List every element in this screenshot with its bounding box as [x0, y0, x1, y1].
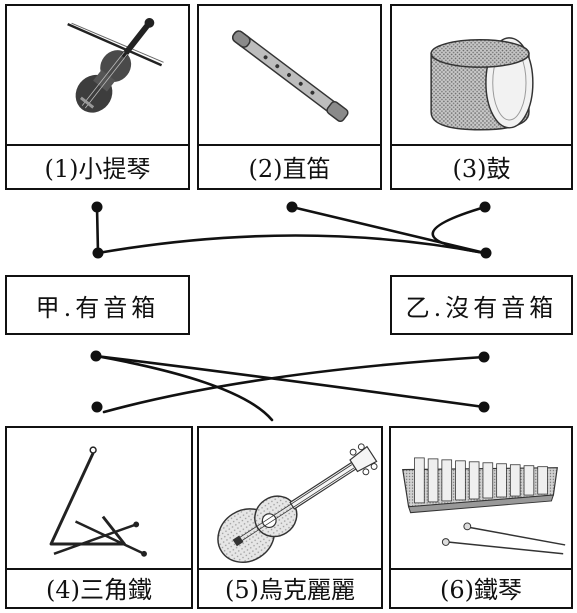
- glockenspiel-icon: [402, 457, 566, 555]
- violin-picture: [7, 6, 188, 146]
- violin-icon: [67, 17, 164, 113]
- drum-picture: [392, 6, 571, 146]
- match-dot: [478, 401, 490, 413]
- triangle-caption: (4)三角鐵: [46, 576, 152, 604]
- match-line-recorder-to-without-soundbox: [290, 205, 487, 255]
- match-dot: [91, 201, 103, 213]
- category-without-soundbox: 乙.沒有音箱: [390, 275, 573, 335]
- ukulele-caption: (5)烏克麗麗: [225, 576, 355, 604]
- triangle-icon: [49, 446, 147, 557]
- instrument-card-ukulele: (5)烏克麗麗: [197, 426, 383, 609]
- drum-icon: [430, 37, 534, 131]
- match-dot: [286, 201, 298, 213]
- recorder-icon: [232, 30, 349, 123]
- instrument-card-violin: (1)小提琴: [5, 4, 190, 190]
- ukulele-icon: [217, 443, 378, 563]
- glockenspiel-caption: (6)鐵琴: [440, 576, 522, 604]
- category-with-soundbox: 甲.有音箱: [5, 275, 190, 335]
- ukulele-picture: [199, 428, 381, 570]
- glockenspiel-picture: [391, 428, 571, 570]
- match-line-triangle-to-with-soundbox: [94, 354, 486, 409]
- recorder-picture: [199, 6, 380, 146]
- drum-caption: (3)鼓: [452, 154, 511, 183]
- match-line-drum-to-without-soundbox: [431, 205, 488, 255]
- match-line-ukulele-to-with-soundbox: [94, 354, 274, 422]
- instrument-card-glockenspiel: (6)鐵琴: [389, 426, 573, 609]
- match-line-violin-to-with-soundbox: [95, 205, 486, 255]
- violin-caption: (1)小提琴: [44, 154, 151, 183]
- match-dot: [91, 401, 103, 413]
- recorder-caption: (2)直笛: [248, 154, 331, 183]
- instrument-card-recorder: (2)直笛: [197, 4, 382, 190]
- match-line-glockenspiel-to-without-soundbox: [102, 355, 486, 414]
- match-dot: [479, 201, 491, 213]
- triangle-picture: [7, 428, 191, 570]
- instrument-card-drum: (3)鼓: [390, 4, 573, 190]
- match-dot: [92, 247, 104, 259]
- match-dot: [90, 350, 102, 362]
- match-dot: [478, 351, 490, 363]
- instrument-card-triangle: (4)三角鐵: [5, 426, 193, 609]
- match-dot: [480, 247, 492, 259]
